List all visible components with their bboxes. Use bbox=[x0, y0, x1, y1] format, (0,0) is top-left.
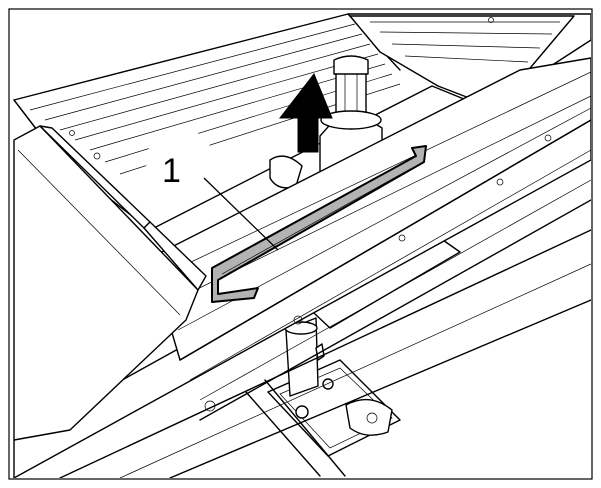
callout-leader-line bbox=[203, 177, 279, 251]
callout-1: 1 bbox=[146, 128, 279, 251]
lift-direction-arrow bbox=[278, 73, 333, 153]
highlighted-part bbox=[211, 145, 427, 303]
callout-number: 1 bbox=[162, 152, 181, 190]
side-panel bbox=[13, 125, 207, 441]
main-beam bbox=[13, 57, 591, 478]
